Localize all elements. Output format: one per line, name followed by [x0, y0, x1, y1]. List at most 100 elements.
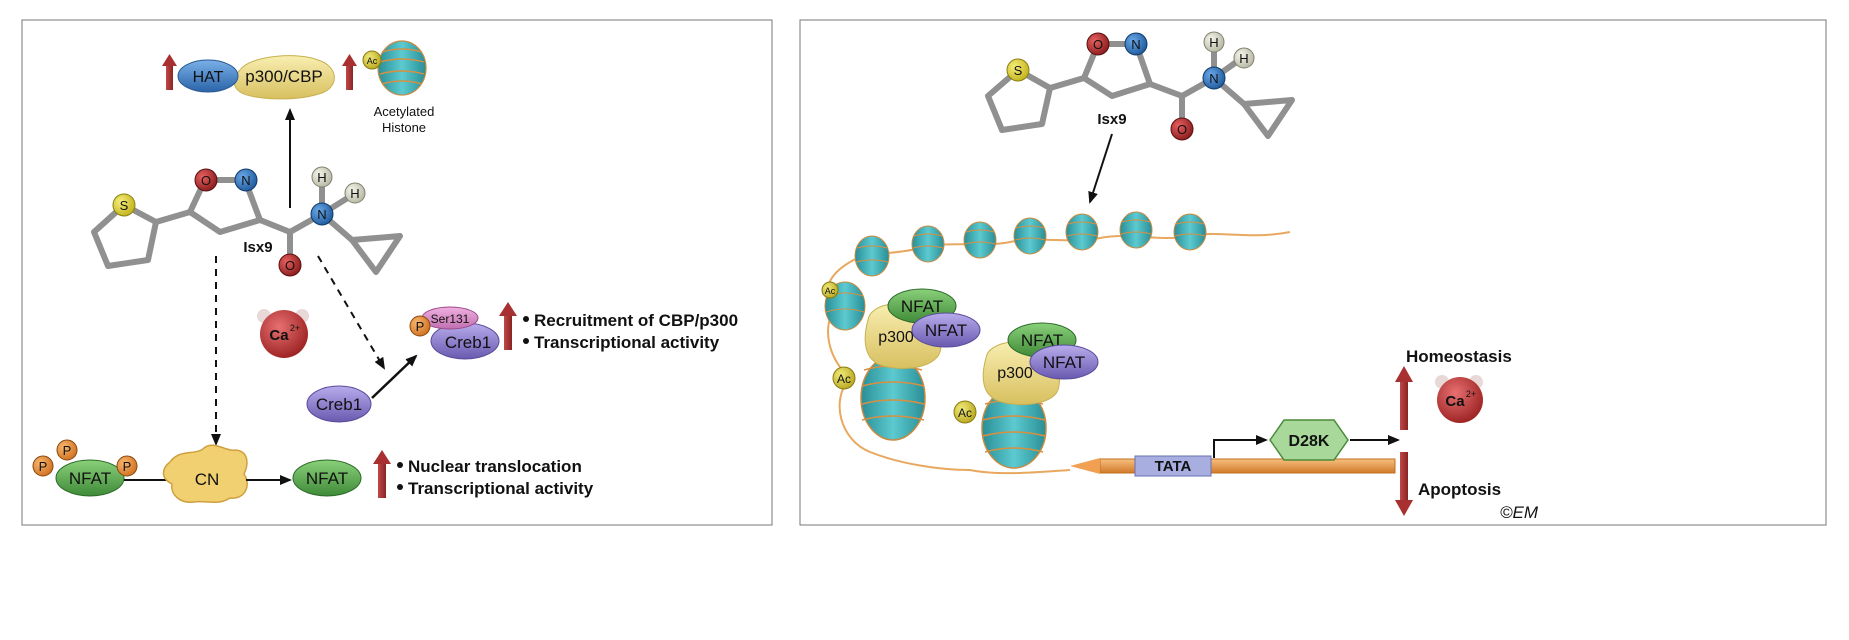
bullet-nfat-2	[397, 484, 403, 490]
creb-bullet-1: Recruitment of CBP/p300	[534, 311, 738, 330]
copyright-mark: ©EM	[1500, 503, 1539, 522]
up-arrow-histone	[342, 54, 357, 90]
sulfur-label-left: S	[120, 198, 129, 213]
phospho-p-3	[116, 455, 138, 477]
hat-ellipse	[177, 59, 239, 93]
oxygen-atom-left	[194, 168, 218, 192]
p300-label-2: p300	[997, 365, 1033, 382]
nfat-phos-label: NFAT	[69, 469, 111, 488]
calcium-label-left: Ca	[269, 327, 289, 344]
nfat-ellipse-r4	[1029, 344, 1099, 380]
arrow-isx9-to-chromatin	[1088, 133, 1113, 204]
amide-n-label-left: N	[317, 207, 326, 222]
nitrogen-atom-left	[234, 168, 258, 192]
calcium-sup-right: 2+	[1466, 389, 1476, 399]
ac-marker-1	[832, 366, 856, 390]
creb1-ellipse	[306, 385, 372, 423]
nfat-label-r4: NFAT	[1043, 353, 1085, 372]
dashed-arrow-to-creb	[317, 255, 386, 370]
nfat-label: NFAT	[306, 469, 348, 488]
acetylated-label-2: Histone	[382, 120, 426, 135]
ser131-label: Ser131	[431, 312, 470, 326]
phospho-p-1-label: P	[39, 459, 48, 474]
creb1-label: Creb1	[316, 395, 362, 414]
up-arrow-homeostasis	[1395, 366, 1413, 430]
oxygen2-atom-right	[1170, 117, 1194, 141]
phospho-p-2-label: P	[63, 443, 72, 458]
sulfur-label-right: S	[1014, 63, 1023, 78]
apoptosis-label: Apoptosis	[1418, 480, 1501, 499]
gene-dna-tail	[1070, 458, 1100, 474]
right-panel-border	[799, 19, 1827, 526]
d28k-hexagon	[1269, 419, 1349, 461]
isx9-label-left: Isx9	[243, 239, 272, 256]
bullet-nfat-1	[397, 462, 403, 468]
p300cbp-label: p300/CBP	[245, 67, 323, 86]
nitrogen-label-left: N	[241, 173, 250, 188]
sulfur-atom-left	[112, 193, 136, 217]
ac-marker-3	[821, 281, 839, 299]
oxygen2-atom-left	[278, 253, 302, 277]
oxygen-label-right: O	[1093, 37, 1103, 52]
phospho-p-creb-label: P	[416, 319, 425, 334]
oxygen-label-left: O	[201, 173, 211, 188]
isx9-label-right: Isx9	[1097, 111, 1126, 128]
nfat-label-r1: NFAT	[901, 297, 943, 316]
sulfur-atom-right	[1006, 58, 1030, 82]
calcium-ion-right: Ca 2+	[1435, 375, 1483, 423]
acetylated-histone-icon: Ac	[362, 40, 427, 96]
dna-strand-down	[827, 305, 1071, 475]
amide-n-atom-right	[1202, 66, 1226, 90]
down-arrow-apoptosis	[1395, 452, 1413, 516]
cn-blob	[162, 444, 248, 504]
hat-label: HAT	[193, 69, 224, 86]
up-arrow-nfat	[373, 450, 391, 498]
ac-label-1: Ac	[837, 372, 851, 386]
bullet-creb-2	[523, 338, 529, 344]
phospho-p-3-label: P	[123, 459, 132, 474]
hydrogen2-atom-right	[1233, 47, 1255, 69]
up-arrow-creb	[499, 302, 517, 350]
oxygen2-label-right: O	[1177, 122, 1187, 137]
tata-box	[1134, 455, 1212, 477]
calcium-ion-left: Ca 2+	[257, 309, 309, 358]
creb-bullet-2: Transcriptional activity	[534, 333, 720, 352]
ac-label-3: Ac	[825, 286, 836, 296]
ac-label-2: Ac	[958, 406, 972, 420]
calcium-label-right: Ca	[1445, 393, 1465, 410]
acetylated-label-1: Acetylated	[374, 104, 435, 119]
left-panel: HAT p300/CBP Ac Acetylated Histone	[21, 19, 773, 526]
p300-cbp-blob	[233, 55, 335, 100]
hydrogen1-atom-left	[311, 166, 333, 188]
hydrogen2-label-right: H	[1239, 51, 1248, 66]
nfat-ellipse-r2	[911, 312, 981, 348]
nfat-label-r2: NFAT	[925, 321, 967, 340]
hydrogen1-label-left: H	[317, 170, 326, 185]
arrow-creb-phos	[371, 354, 418, 399]
ac-marker-2	[953, 400, 977, 424]
calcium-sup-left: 2+	[290, 323, 300, 333]
p300-label-1: p300	[878, 329, 914, 346]
oxygen-atom-right	[1086, 32, 1110, 56]
phospho-p-creb	[409, 315, 431, 337]
nfat-label-r3: NFAT	[1021, 331, 1063, 350]
creb1-phos-label: Creb1	[445, 333, 491, 352]
nfat-bullet-2: Transcriptional activity	[408, 479, 594, 498]
cn-label: CN	[195, 470, 220, 489]
phospho-p-2	[56, 439, 78, 461]
bullet-creb-1	[523, 316, 529, 322]
amide-n-label-right: N	[1209, 71, 1218, 86]
oxygen2-label-left: O	[285, 258, 295, 273]
right-panel: S O N O N H H Isx9	[799, 19, 1827, 526]
hydrogen2-label-left: H	[350, 186, 359, 201]
transcription-arrow	[1213, 435, 1268, 458]
small-nucleosomes	[824, 211, 1207, 331]
nfat-phos-ellipse	[55, 459, 125, 497]
nitrogen-label-right: N	[1131, 37, 1140, 52]
left-panel-border	[21, 19, 773, 526]
homeostasis-label: Homeostasis	[1406, 347, 1512, 366]
up-arrow-hat	[162, 54, 177, 90]
nfat-bullet-1: Nuclear translocation	[408, 457, 582, 476]
hydrogen1-label-right: H	[1209, 35, 1218, 50]
amide-n-atom-left	[310, 202, 334, 226]
